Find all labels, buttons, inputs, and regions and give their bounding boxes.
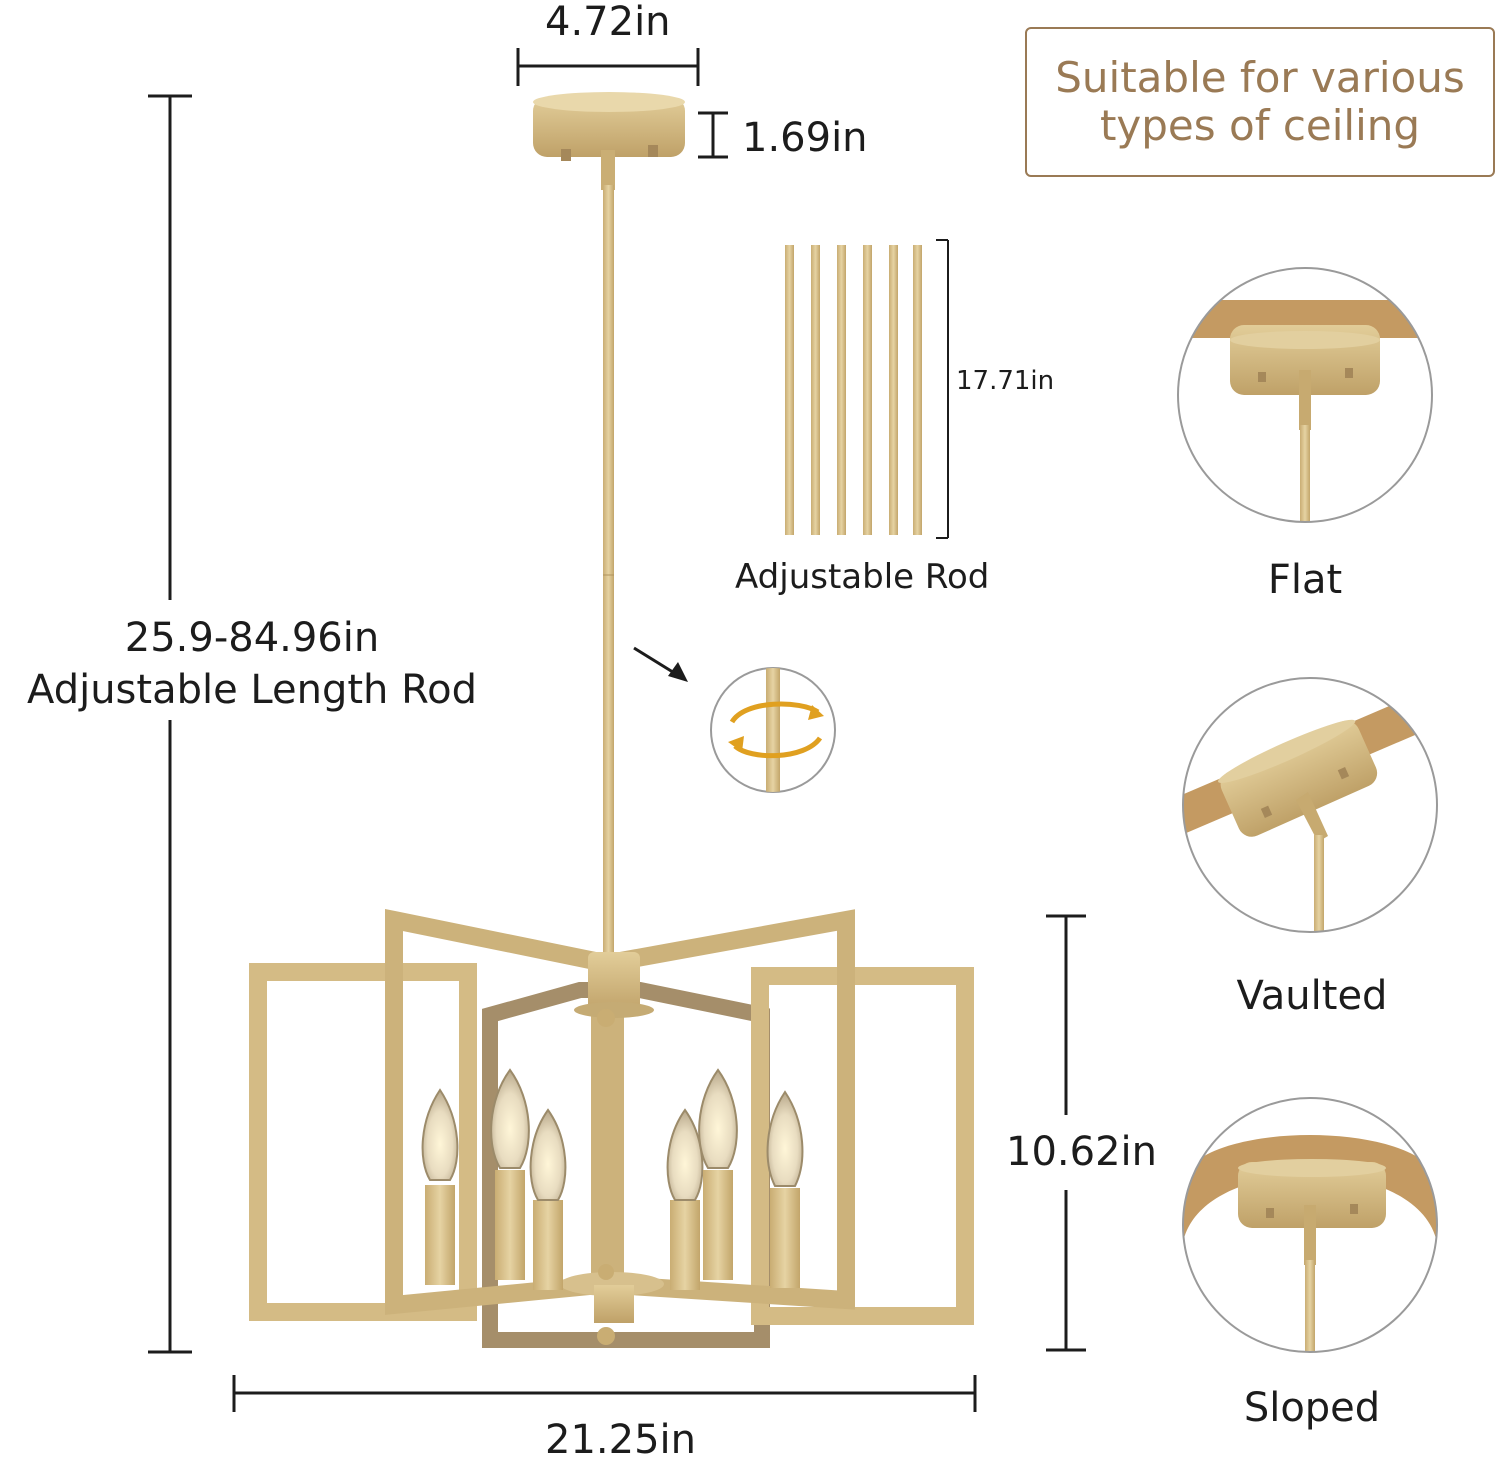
fixture-width-dimension [232,1375,977,1412]
canopy [533,92,685,161]
fixture-height-label: 10.62in [1006,1129,1157,1175]
overall-height-caption: Adjustable Length Rod [27,667,477,713]
canopy-width-label: 4.72in [545,0,671,45]
ceiling-note-box: Suitable for various types of ceiling [1025,27,1495,177]
canopy-height-label: 1.69in [742,115,868,161]
adjustable-rod-caption: Adjustable Rod [735,557,990,597]
rod-length-dimension [936,239,949,539]
overall-height-label: 25.9-84.96in Adjustable Length Rod [0,612,504,716]
canopy-height-dimension [698,111,728,159]
canopy-width-dimension [516,48,700,86]
adjustable-rods-set [785,245,922,535]
rod-length-label: 17.71in [956,366,1055,396]
rotation-detail [710,667,836,793]
overall-height-range: 25.9-84.96in [124,615,380,661]
overall-height-dimension [148,94,192,1354]
ceiling-sloped-illustration [1182,1097,1438,1353]
ceiling-type-vaulted-label: Vaulted [1236,973,1388,1019]
fixture-height-dimension [1046,914,1086,1352]
candle-lights [421,1068,804,1290]
ceiling-flat-illustration [1177,267,1433,523]
chandelier-frame [249,908,974,1348]
ceiling-note-line2: types of ceiling [1099,101,1421,150]
ceiling-type-flat-label: Flat [1267,557,1343,603]
pointer-arrow [633,646,688,682]
ceiling-note-line1: Suitable for various [1055,53,1465,102]
main-rod [601,150,615,955]
ceiling-type-sloped-label: Sloped [1243,1385,1381,1431]
ceiling-vaulted-illustration [1182,677,1438,933]
fixture-width-label: 21.25in [545,1417,696,1463]
